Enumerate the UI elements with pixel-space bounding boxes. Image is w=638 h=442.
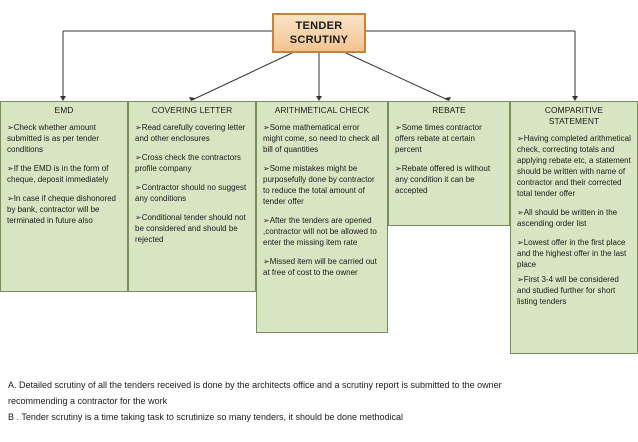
box-emd-item: ➢Check whether amount submitted is as pe… bbox=[7, 123, 100, 154]
box-comparitive-statement-item: ➢First 3-4 will be considered and studie… bbox=[517, 275, 619, 306]
box-arithmetical-check-item: ➢Some mathematical error might come, so … bbox=[263, 123, 380, 154]
box-arithmetical-check-item: ➢Missed item will be carried out at free… bbox=[263, 257, 377, 277]
box-emd-title: EMD bbox=[54, 105, 74, 115]
box-comparitive-statement: COMPARITIVE STATEMENT ➢Having completed … bbox=[510, 101, 638, 354]
box-comparitive-statement-title: COMPARITIVE STATEMENT bbox=[544, 105, 604, 126]
box-arithmetical-check-title: ARITHMETICAL CHECK bbox=[274, 105, 370, 115]
box-covering-letter-item: ➢Contractor should no suggest any condit… bbox=[135, 183, 247, 203]
box-arithmetical-check-item: ➢Some mistakes might be purposefully don… bbox=[263, 164, 375, 206]
footnotes: A. Detailed scrutiny of all the tenders … bbox=[8, 377, 628, 425]
box-covering-letter-item: ➢Read carefully covering letter and othe… bbox=[135, 123, 246, 143]
box-emd: EMD ➢Check whether amount submitted is a… bbox=[0, 101, 128, 292]
arrowhead-arith bbox=[316, 96, 322, 101]
root-node-tender-scrutiny: TENDER SCRUTINY bbox=[272, 13, 366, 53]
box-rebate-item: ➢Rebate offered is without any condition… bbox=[395, 164, 491, 195]
box-covering-letter-title: COVERING LETTER bbox=[151, 105, 233, 115]
note-a-line1: A. Detailed scrutiny of all the tenders … bbox=[8, 380, 502, 390]
box-covering-letter: COVERING LETTER ➢Read carefully covering… bbox=[128, 101, 256, 292]
note-a-line2: recommending a contractor for the work bbox=[8, 396, 168, 406]
box-arithmetical-check-item: ➢After the tenders are opened ,contracto… bbox=[263, 216, 377, 247]
arrowhead-emd bbox=[60, 96, 66, 101]
box-rebate-title: REBATE bbox=[432, 105, 466, 115]
box-arithmetical-check: ARITHMETICAL CHECK ➢Some mathematical er… bbox=[256, 101, 388, 333]
box-comparitive-statement-item: ➢Having completed arithmetical check, co… bbox=[517, 134, 631, 198]
root-label-line2: SCRUTINY bbox=[289, 34, 349, 46]
connector-to-rebate bbox=[345, 52, 449, 101]
note-b: B . Tender scrutiny is a time taking tas… bbox=[8, 412, 404, 422]
box-covering-letter-item: ➢Cross check the contractors profile com… bbox=[135, 153, 241, 173]
box-comparitive-statement-item: ➢All should be written in the ascending … bbox=[517, 208, 618, 228]
box-emd-item: ➢In case if cheque dishonored by bank, c… bbox=[7, 194, 116, 225]
root-label-line1: TENDER bbox=[295, 20, 343, 32]
box-emd-item: ➢If the EMD is in the form of cheque, de… bbox=[7, 164, 109, 184]
box-covering-letter-item: ➢Conditional tender should not be consid… bbox=[135, 213, 246, 244]
connector-to-covering-letter bbox=[191, 52, 293, 101]
box-rebate: REBATE ➢Some times contractor offers reb… bbox=[388, 101, 510, 226]
arrowhead-compare bbox=[572, 96, 578, 101]
arrowhead-rebate bbox=[445, 97, 451, 101]
arrowhead-covering bbox=[189, 97, 195, 101]
box-rebate-item: ➢Some times contractor offers rebate at … bbox=[395, 123, 482, 154]
box-comparitive-statement-item: ➢Lowest offer in the first place and the… bbox=[517, 238, 627, 269]
